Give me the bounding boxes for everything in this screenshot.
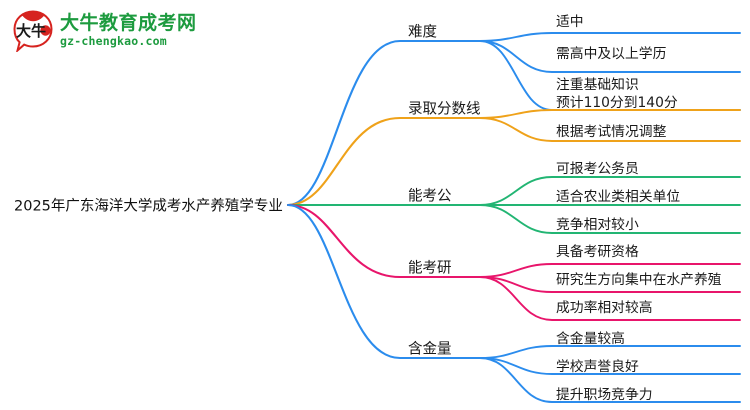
svg-text:大牛: 大牛 xyxy=(16,22,46,40)
mindmap-leaf-label-1-1[interactable]: 适中 xyxy=(556,14,584,30)
mindmap-leaf-label-1-3[interactable]: 注重基础知识 xyxy=(556,77,639,93)
logo-text-block: 大牛教育成考网 gz-chengkao.com xyxy=(60,14,197,48)
mindmap-branch-label-2[interactable]: 录取分数线 xyxy=(408,101,481,118)
mindmap-connector xyxy=(286,203,482,360)
mindmap-connector xyxy=(479,32,741,42)
mindmap-branch-label-4[interactable]: 能考研 xyxy=(408,260,452,277)
mindmap-leaf-label-5-1[interactable]: 含金量较高 xyxy=(556,331,625,347)
mindmap-leaf-label-2-2[interactable]: 根据考试情况调整 xyxy=(556,124,667,140)
mindmap-leaf-label-1-2[interactable]: 需高中及以上学历 xyxy=(556,46,667,62)
mindmap-leaf-label-4-3[interactable]: 成功率相对较高 xyxy=(556,300,653,316)
mindmap-leaf-label-4-1[interactable]: 具备考研资格 xyxy=(556,244,639,260)
mindmap-connector xyxy=(479,357,741,403)
mindmap-connector xyxy=(479,109,741,119)
logo-site-domain: gz-chengkao.com xyxy=(60,34,167,49)
mindmap-leaf-label-5-3[interactable]: 提升职场竞争力 xyxy=(556,387,653,403)
mindmap-connector xyxy=(286,116,482,207)
mindmap-connector xyxy=(479,176,741,206)
mindmap-leaf-label-3-1[interactable]: 可报考公务员 xyxy=(556,161,639,177)
mindmap-connector xyxy=(286,203,482,279)
mindmap-connector xyxy=(479,357,741,375)
mindmap-leaf-label-2-1[interactable]: 预计110分到140分 xyxy=(556,95,678,111)
mindmap-connector xyxy=(479,40,741,73)
mindmap-branch-label-3[interactable]: 能考公 xyxy=(408,188,452,205)
logo-badge-icon: 大牛 xyxy=(12,10,54,52)
logo-site-name: 大牛教育成考网 xyxy=(60,12,197,35)
mindmap-branch-label-1[interactable]: 难度 xyxy=(408,24,437,41)
mindmap-leaf-label-3-3[interactable]: 竞争相对较小 xyxy=(556,217,639,233)
mindmap-connector xyxy=(479,276,741,321)
mindmap-connector xyxy=(479,117,741,142)
mindmap-connector xyxy=(479,204,741,234)
mindmap-branch-label-5[interactable]: 含金量 xyxy=(408,341,452,358)
mindmap-connector xyxy=(479,276,741,293)
mindmap-leaf-label-5-2[interactable]: 学校声誉良好 xyxy=(556,359,639,375)
mindmap-leaf-label-4-2[interactable]: 研究生方向集中在水产养殖 xyxy=(556,272,722,288)
mindmap-connector xyxy=(479,263,741,278)
mindmap-connector xyxy=(479,345,741,359)
mindmap-root-label[interactable]: 2025年广东海洋大学成考水产养殖学专业 xyxy=(14,198,283,215)
site-logo: 大牛 大牛教育成考网 gz-chengkao.com xyxy=(12,8,196,54)
mindmap-connector xyxy=(286,39,482,207)
mindmap-leaf-label-3-2[interactable]: 适合农业类相关单位 xyxy=(556,189,681,205)
